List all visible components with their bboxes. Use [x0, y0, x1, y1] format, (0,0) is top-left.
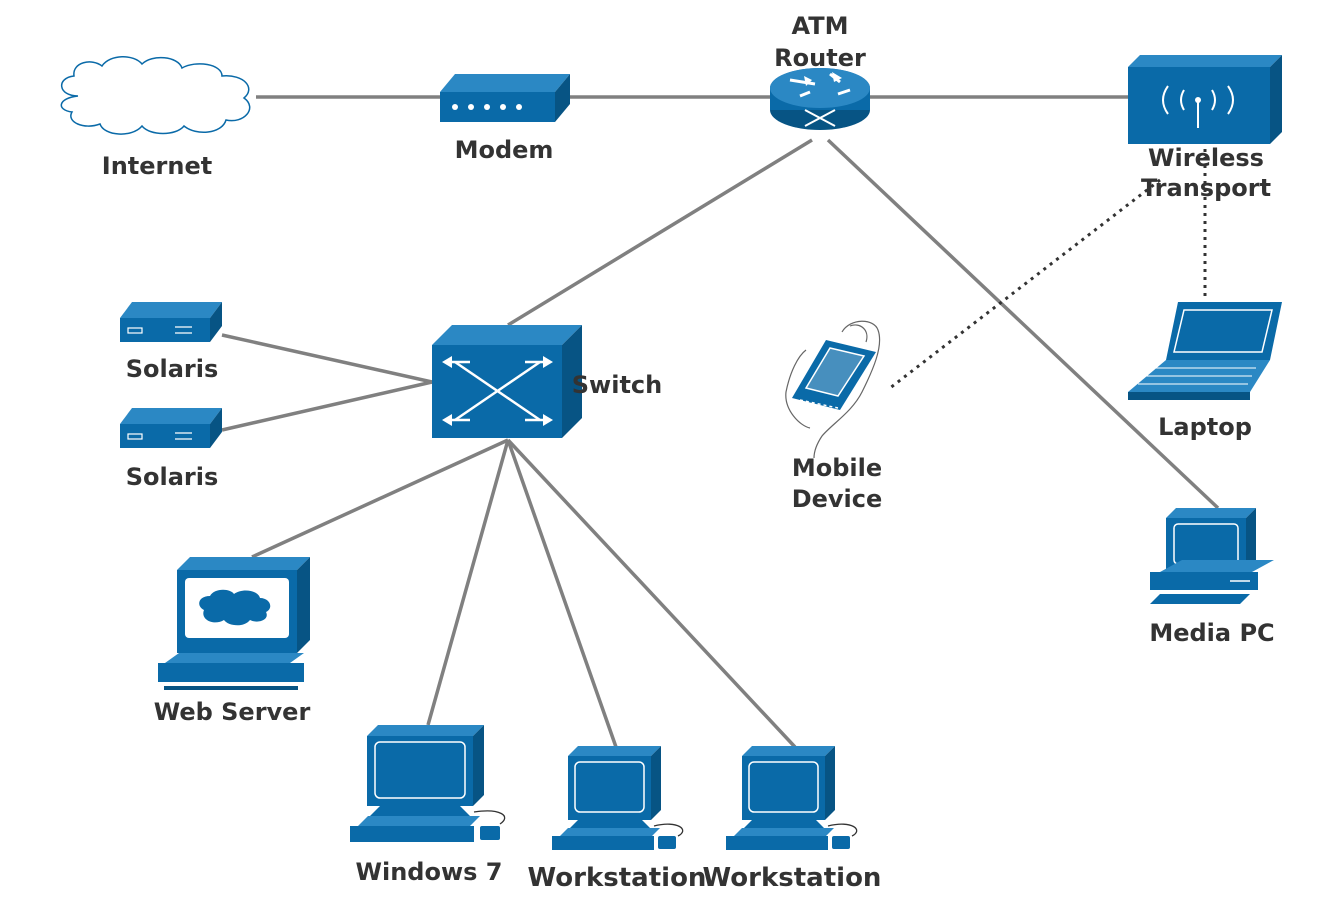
workstation-2-label: Workstation	[703, 863, 882, 893]
router-icon	[770, 68, 870, 130]
wireless-label-line1: Wireless	[1148, 144, 1264, 172]
web-server-computer-icon	[158, 557, 310, 690]
solaris-node-2[interactable]: Solaris	[120, 408, 222, 491]
windows7-node[interactable]: Windows 7	[350, 725, 506, 886]
workstation-1-label: Workstation	[528, 863, 707, 893]
mobile-label-line2: Device	[792, 485, 883, 513]
solaris-2-label: Solaris	[126, 463, 219, 491]
wireless-link-mobile	[889, 178, 1161, 390]
internet-label: Internet	[102, 152, 212, 180]
mobile-device-node[interactable]: Mobile Device	[785, 320, 883, 513]
server-icon	[120, 408, 222, 448]
switch-node[interactable]: Switch	[432, 325, 662, 438]
solaris-1-label: Solaris	[126, 355, 219, 383]
desktop-computer-icon	[350, 725, 506, 842]
modem-icon	[440, 74, 570, 122]
server-icon	[120, 302, 222, 342]
computer-icon	[1150, 508, 1274, 604]
router-label-line2: Router	[774, 44, 866, 72]
switch-label: Switch	[572, 371, 662, 399]
link-switch-workstation2	[506, 438, 797, 749]
cloud-icon	[60, 56, 251, 135]
links	[221, 95, 1220, 749]
media-pc-label: Media PC	[1149, 619, 1274, 647]
router-node[interactable]: ATM Router	[770, 12, 870, 130]
wireless-label-line2: Transport	[1141, 174, 1271, 202]
workstation-node-1[interactable]: Workstation	[528, 746, 707, 893]
link-switch-workstation1	[506, 439, 618, 748]
web-server-node[interactable]: Web Server	[154, 557, 311, 726]
link-solaris2-switch	[221, 380, 433, 432]
laptop-node[interactable]: Laptop	[1128, 302, 1282, 441]
link-switch-windows7	[426, 439, 510, 726]
media-pc-node[interactable]: Media PC	[1149, 508, 1275, 647]
internet-node[interactable]: Internet	[60, 56, 251, 180]
router-label-line1: ATM	[792, 12, 849, 40]
switch-icon	[432, 325, 582, 438]
laptop-label: Laptop	[1158, 413, 1252, 441]
wireless-transport-node[interactable]: Wireless Transport	[1128, 55, 1282, 202]
laptop-icon	[1128, 302, 1282, 400]
workstation-node-2[interactable]: Workstation	[703, 746, 882, 893]
desktop-computer-icon	[726, 746, 858, 850]
web-server-label: Web Server	[154, 698, 311, 726]
cloud-icon	[199, 589, 271, 626]
wireless-access-point-icon	[1128, 55, 1282, 144]
modem-node[interactable]: Modem	[440, 74, 570, 164]
link-switch-web-server	[251, 438, 509, 559]
mobile-label-line1: Mobile	[792, 454, 882, 482]
link-solaris1-switch	[221, 333, 433, 384]
mobile-hand-icon	[785, 320, 881, 459]
desktop-computer-icon	[552, 746, 684, 850]
modem-label: Modem	[455, 136, 554, 164]
link-router-switch	[507, 138, 813, 327]
windows7-label: Windows 7	[356, 858, 503, 886]
link-router-media-pc	[826, 138, 1220, 510]
solaris-node-1[interactable]: Solaris	[120, 302, 222, 383]
